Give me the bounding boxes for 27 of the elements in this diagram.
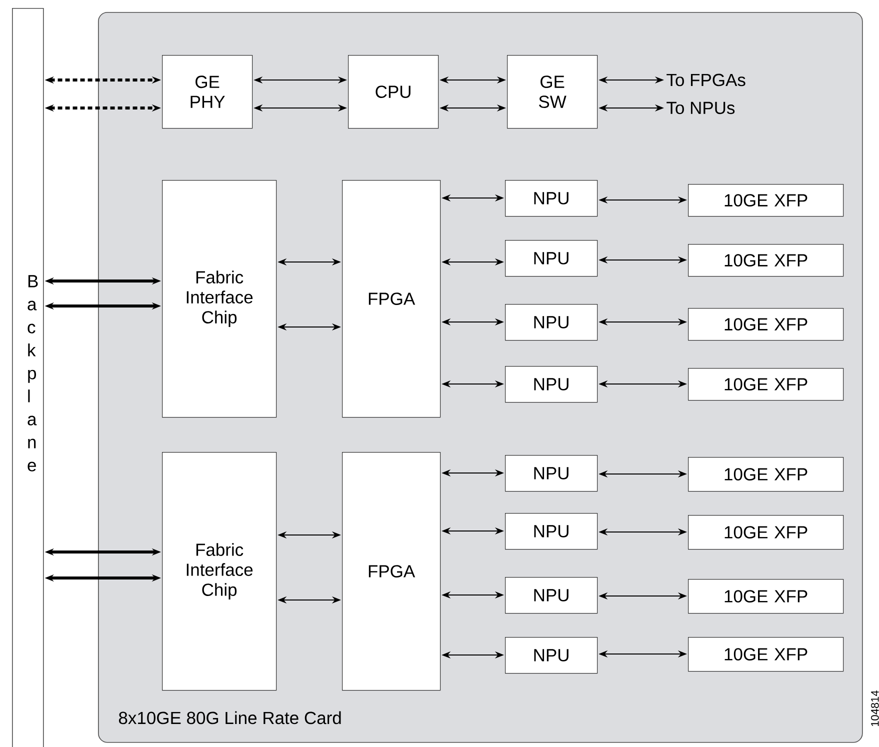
port-label: To FPGAs [666, 74, 746, 86]
chip-box: 10GE XFP [688, 368, 844, 401]
backplane-bar: Backplane [12, 8, 44, 747]
chip-box: 10GE XFP [688, 578, 844, 614]
chip-box: 10GE XFP [688, 636, 844, 672]
chip-box: NPU [505, 455, 598, 492]
port-label: To NPUs [666, 102, 735, 114]
chip-box: CPU [348, 55, 439, 129]
chip-box: NPU [505, 240, 598, 277]
chip-box: FPGA [342, 452, 441, 691]
chip-box: 10GE XFP [688, 514, 844, 550]
chip-box: NPU [505, 512, 598, 550]
chip-box: GE PHY [162, 55, 253, 129]
chip-box: NPU [505, 304, 598, 341]
chip-box: 10GE XFP [688, 184, 844, 217]
chip-box: GE SW [507, 55, 598, 129]
chip-box: FPGA [342, 180, 441, 418]
chip-box: NPU [505, 636, 598, 674]
figure-number: 104814 [871, 690, 879, 726]
chip-box: Fabric Interface Chip [162, 180, 277, 418]
chip-box: 10GE XFP [688, 457, 844, 492]
chip-box: NPU [505, 180, 598, 217]
chip-box: 10GE XFP [688, 244, 844, 277]
chip-box: NPU [505, 366, 598, 403]
chip-box: NPU [505, 576, 598, 614]
chip-box: Fabric Interface Chip [162, 452, 277, 691]
chip-box: 10GE XFP [688, 308, 844, 341]
